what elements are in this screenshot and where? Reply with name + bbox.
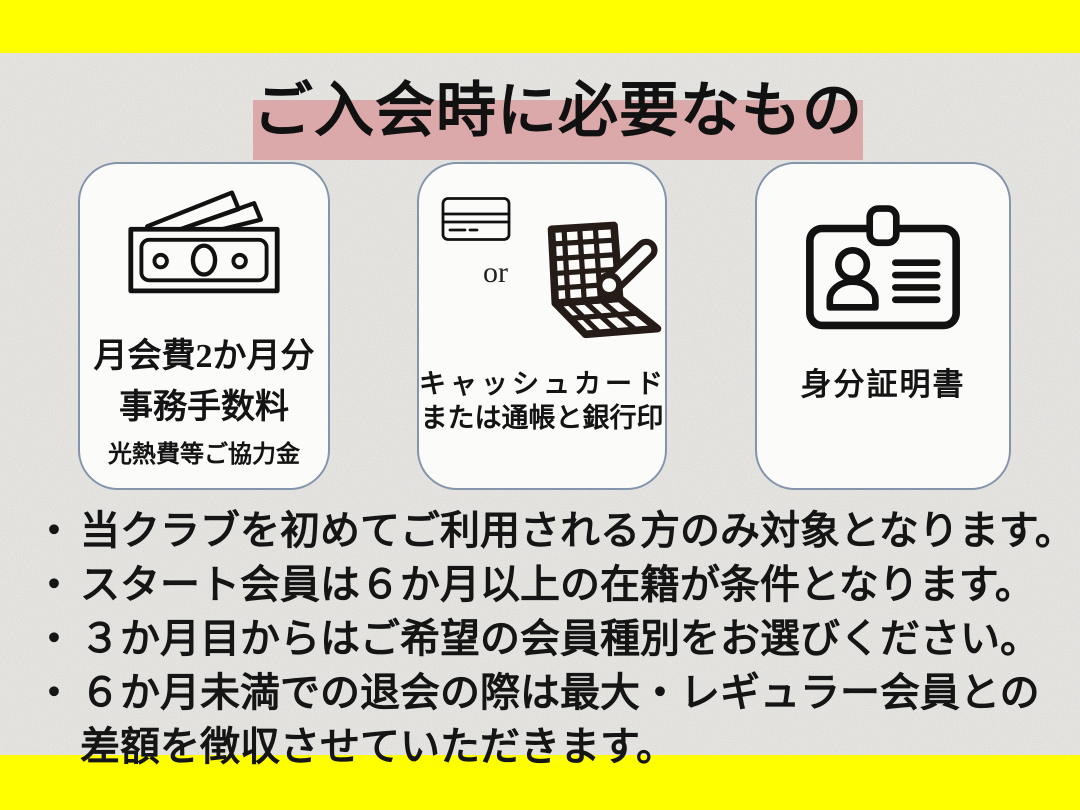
card-payment: or キャッシュカード または通帳と銀行印 <box>417 162 667 490</box>
id-card-icon <box>806 205 960 330</box>
banknotes-icon <box>128 190 280 294</box>
top-accent-bar <box>0 0 1080 53</box>
card-id: 身分証明書 <box>755 162 1011 490</box>
bottom-accent-bar <box>0 755 1080 810</box>
card-fees: 月会費2か月分 事務手数料 光熱費等ご協力金 <box>78 162 330 490</box>
title-highlight-band <box>253 100 863 160</box>
note-line-5: 差額を徴収させていただきます。 <box>34 720 1054 774</box>
note-line-1: ・ 当クラブを初めてご利用される方のみ対象となります。 <box>34 504 1075 558</box>
or-label: or <box>483 256 508 289</box>
note-bullet: ・ <box>34 670 74 715</box>
note-bullet: ・ <box>34 562 74 607</box>
note-line-3: ・ ３か月目からはご希望の会員種別をお選びください。 <box>34 612 1054 666</box>
fees-line-3: 光熱費等ご協力金 <box>108 442 300 468</box>
id-label: 身分証明書 <box>800 367 966 402</box>
cash-card-icon <box>441 197 511 241</box>
fees-line-2: 事務手数料 <box>119 389 289 426</box>
note-bullet: ・ <box>34 616 74 661</box>
note-bullet <box>34 720 80 774</box>
page-title: ご入会時に必要なもの <box>253 78 863 144</box>
payment-line-1: キャッシュカード <box>419 369 667 399</box>
fees-line-1: 月会費2か月分 <box>93 338 315 375</box>
bankbook-seal-icon <box>547 221 662 339</box>
note-line-2: ・ スタート会員は６か月以上の在籍が条件となります。 <box>34 558 1054 612</box>
payment-line-2: または通帳と銀行印 <box>420 403 664 433</box>
notes-list: ・ 当クラブを初めてご利用される方のみ対象となります。 ・ スタート会員は６か月… <box>34 504 1075 774</box>
note-bullet: ・ <box>34 508 74 553</box>
note-line-4: ・ ６か月未満での退会の際は最大・レギュラー会員との <box>34 666 1054 720</box>
